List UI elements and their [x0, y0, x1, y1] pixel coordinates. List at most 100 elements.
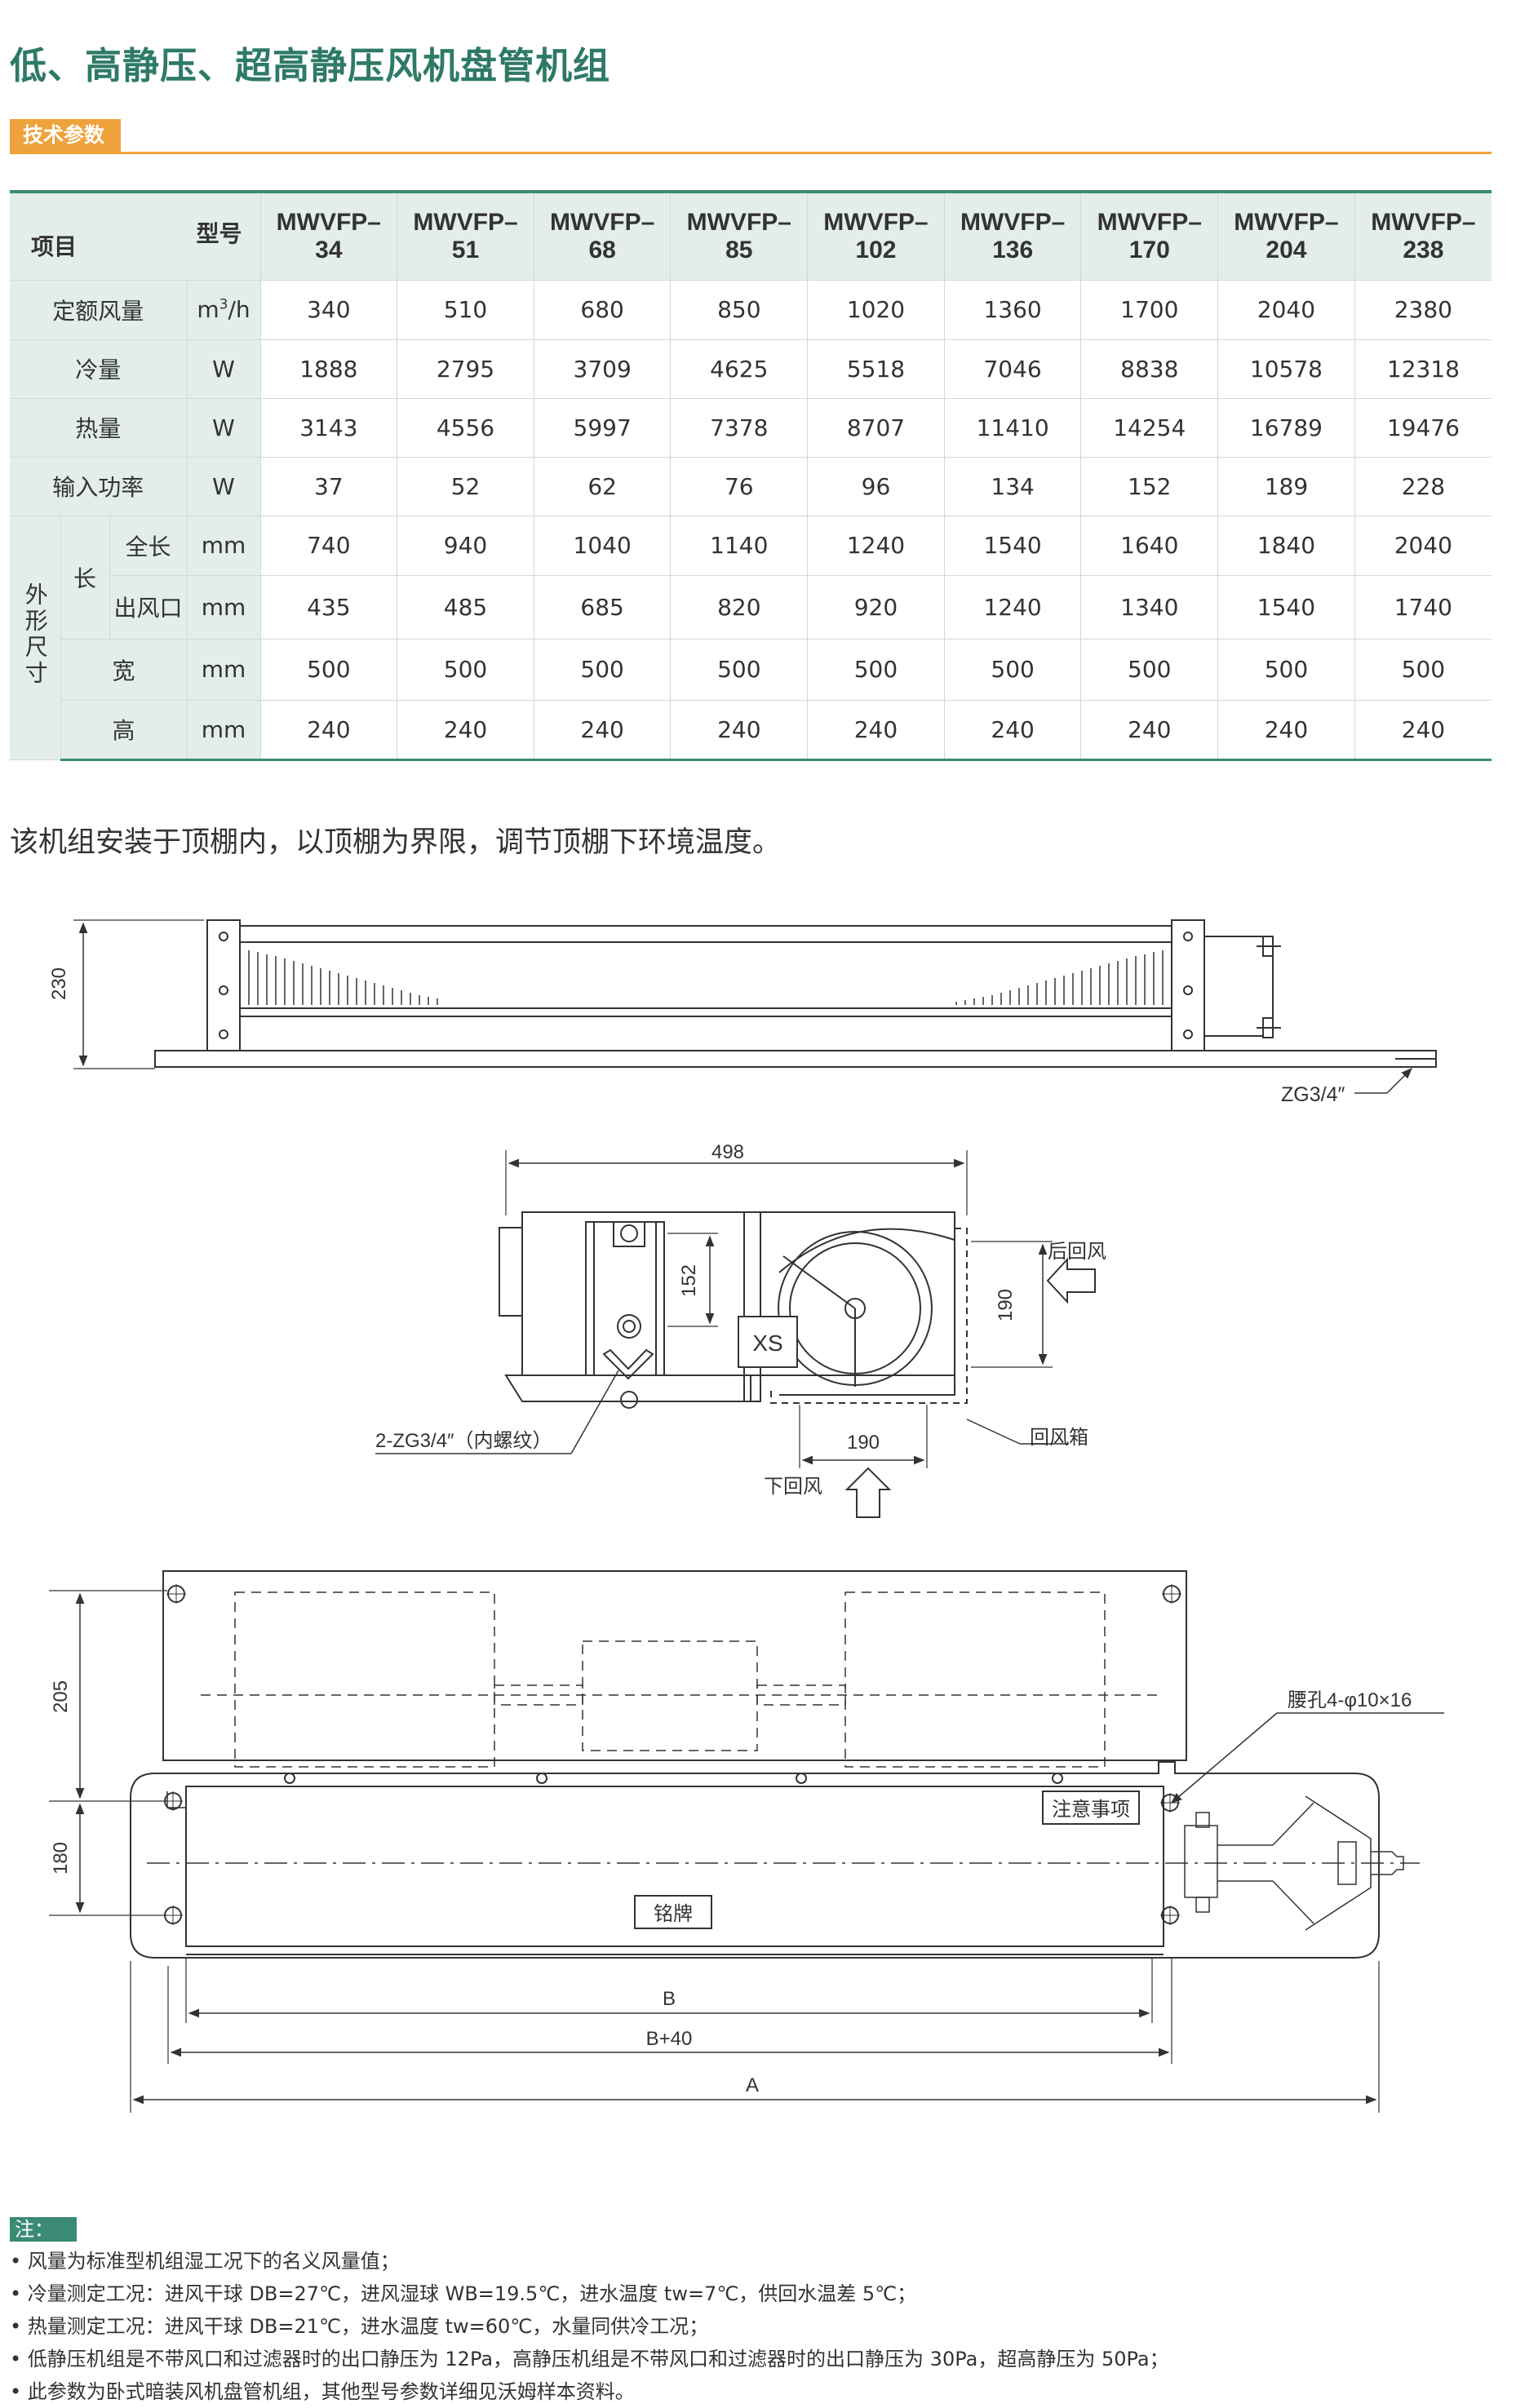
cell: 240	[1217, 700, 1355, 761]
cell: 4625	[670, 339, 808, 399]
row-unit: mm	[186, 575, 260, 640]
cell: 189	[1217, 457, 1355, 516]
cell: 500	[943, 639, 1081, 701]
cell: 152	[1080, 457, 1218, 516]
cell: 1340	[1080, 575, 1218, 640]
notice-label: 注意事项	[1052, 1799, 1130, 1821]
valve-assembly	[1184, 1795, 1404, 1931]
slot-hole-label: 腰孔4-φ10×16	[1288, 1689, 1412, 1711]
cell: 12318	[1354, 339, 1492, 399]
row-unit: m3/h	[186, 280, 260, 340]
note-item: • 冷量测定工况：进风干球 DB=27℃，进风湿球 WB=19.5℃，进水温度 …	[10, 2282, 917, 2305]
xs-label: XS	[752, 1330, 782, 1356]
table-row: 输入功率 W 37 52 62 76 96 134 152 189 228	[10, 457, 1492, 516]
table-row: 冷量 W 1888 2795 3709 4625 5518 7046 8838 …	[10, 339, 1492, 399]
bottom-return-label: 下回风	[764, 1476, 822, 1498]
row-unit: mm	[186, 639, 260, 701]
model-header: MWVFP–170	[1080, 190, 1218, 281]
cell: 76	[670, 457, 808, 516]
cell: 3143	[259, 398, 397, 458]
cell: 1640	[1080, 516, 1218, 576]
cell: 2380	[1354, 280, 1492, 340]
return-box-label: 回风箱	[1030, 1427, 1088, 1449]
table-row: 外形尺寸 长 全长 mm 740 940 1040 1140 1240 1540…	[10, 516, 1492, 760]
installation-description: 该机组安装于顶棚内，以顶棚为界限，调节顶棚下环境温度。	[10, 826, 782, 859]
dim-b-label: B	[663, 1988, 676, 2010]
row-label: 出风口	[109, 575, 187, 640]
cell: 500	[1354, 639, 1492, 701]
cell: 16789	[1217, 398, 1355, 458]
dim-180-label: 180	[50, 1842, 72, 1875]
cell: 2795	[397, 339, 534, 399]
model-header: MWVFP–102	[807, 190, 945, 281]
cell: 37	[259, 457, 397, 516]
row-label: 宽	[60, 639, 187, 701]
cell: 500	[259, 639, 397, 701]
model-header: MWVFP–51	[397, 190, 534, 281]
row-unit: W	[186, 457, 260, 516]
cell: 500	[670, 639, 808, 701]
cell: 3709	[533, 339, 671, 399]
cell: 240	[259, 700, 397, 761]
note-item: • 风量为标准型机组湿工况下的名义风量值；	[10, 2250, 400, 2273]
notes-label: 注：	[10, 2217, 77, 2242]
cell: 850	[670, 280, 808, 340]
dim-230-label: 230	[48, 967, 70, 1000]
table-row: 宽 mm 500 500 500 500 500 500 500 500 500	[10, 639, 1492, 701]
cell: 1700	[1080, 280, 1218, 340]
section-label: 技术参数	[10, 119, 121, 152]
dim-b40-label: B+40	[646, 2028, 693, 2050]
row-label: 输入功率	[10, 457, 187, 516]
model-header: MWVFP–68	[533, 190, 671, 281]
cell: 500	[807, 639, 945, 701]
cell: 2040	[1354, 516, 1492, 576]
cell: 485	[397, 575, 534, 640]
cell: 740	[259, 516, 397, 576]
cell: 52	[397, 457, 534, 516]
cell: 240	[807, 700, 945, 761]
cell: 19476	[1354, 398, 1492, 458]
cell: 8838	[1080, 339, 1218, 399]
front-view-drawing: 230 ZG3/4″	[48, 919, 1437, 1106]
cell: 240	[397, 700, 534, 761]
cell: 500	[533, 639, 671, 701]
spec-table: 项目 型号 MWVFP–34 MWVFP–51 MWVFP–68 MWVFP–8…	[10, 190, 1492, 761]
cell: 7046	[943, 339, 1081, 399]
bottom-return-arrow-icon	[844, 1467, 892, 1518]
cell: 240	[1354, 700, 1492, 761]
model-header: MWVFP–136	[943, 190, 1081, 281]
table-row: 定额风量 m3/h 340 510 680 850 1020 1360 1700…	[10, 280, 1492, 340]
row-unit: W	[186, 398, 260, 458]
row-label: 全长	[109, 516, 187, 576]
row-label: 热量	[10, 398, 187, 458]
cell: 96	[807, 457, 945, 516]
cell: 14254	[1080, 398, 1218, 458]
cell: 940	[397, 516, 534, 576]
note-item: • 此参数为卧式暗装风机盘管机组，其他型号参数详细见沃姆样本资料。	[10, 2380, 635, 2403]
cell: 340	[259, 280, 397, 340]
cell: 1240	[807, 516, 945, 576]
dim-190-vertical-label: 190	[995, 1289, 1017, 1321]
cell: 920	[807, 575, 945, 640]
cell: 510	[397, 280, 534, 340]
model-header: MWVFP–204	[1217, 190, 1355, 281]
header-corner: 项目 型号	[10, 190, 260, 281]
header-model: 型号	[196, 220, 242, 247]
cell: 134	[943, 457, 1081, 516]
model-header: MWVFP–85	[670, 190, 808, 281]
length-group-label: 长	[60, 516, 109, 640]
cell: 500	[1217, 639, 1355, 701]
table-header-row: 项目 型号 MWVFP–34 MWVFP–51 MWVFP–68 MWVFP–8…	[10, 190, 1492, 281]
dim-152-label: 152	[678, 1264, 700, 1297]
model-header: MWVFP–34	[259, 190, 397, 281]
pipe-label: ZG3/4″	[1281, 1083, 1345, 1106]
rear-return-arrow-icon	[1046, 1257, 1096, 1304]
row-unit: W	[186, 339, 260, 399]
cell: 1540	[943, 516, 1081, 576]
side-view-drawing: 498 XS 152 190 后回风	[375, 1141, 1106, 1518]
row-label: 冷量	[10, 339, 187, 399]
cell: 680	[533, 280, 671, 340]
row-unit: mm	[186, 700, 260, 761]
cell: 7378	[670, 398, 808, 458]
row-label: 高	[60, 700, 187, 761]
